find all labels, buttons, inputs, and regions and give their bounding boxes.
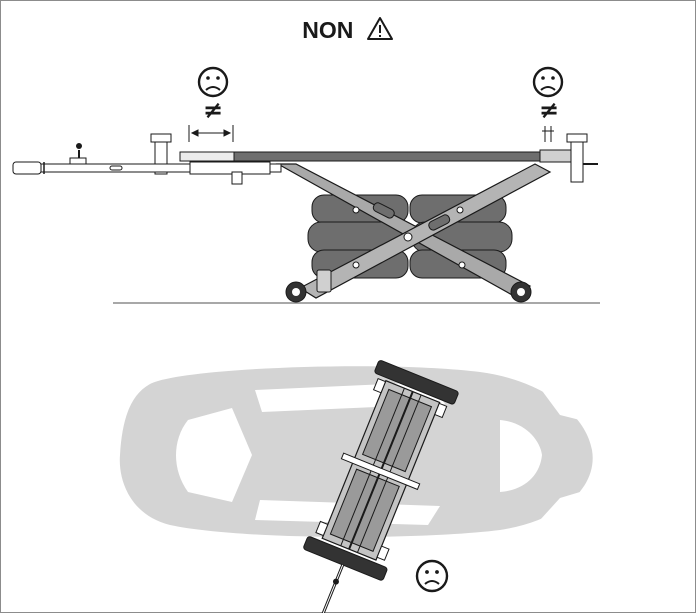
dimension-arrow-right (542, 126, 554, 142)
title-text: NON (302, 17, 354, 43)
warning-triangle-icon (366, 16, 394, 47)
lift-side-view (12, 133, 598, 303)
sad-face-icon-bottom (415, 559, 449, 593)
dimension-arrow-left (188, 125, 234, 142)
page-title: NON (0, 16, 696, 47)
sad-face-icon-right (532, 66, 564, 98)
sad-face-icon-left (197, 66, 229, 98)
not-equal-symbol-left: ≠ (203, 96, 224, 124)
not-equal-symbol-right: ≠ (539, 96, 560, 124)
car-top-view (119, 366, 593, 537)
lift-top-view (303, 360, 459, 613)
